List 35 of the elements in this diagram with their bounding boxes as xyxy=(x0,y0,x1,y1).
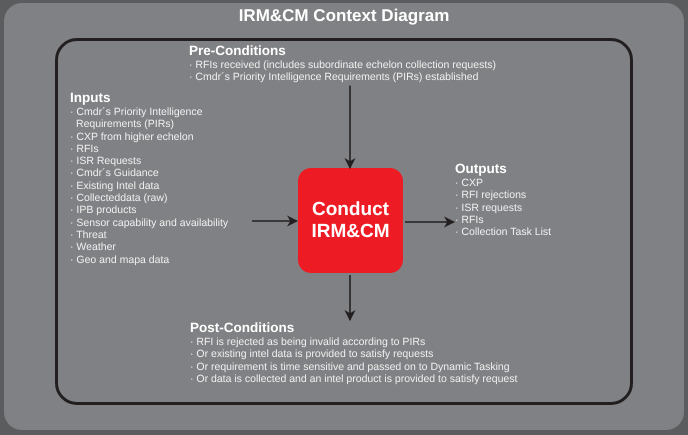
list-item: · Collection Task List xyxy=(455,226,552,238)
list-item: · ISR requests xyxy=(455,202,524,214)
list-item: · IPB products xyxy=(70,204,138,217)
arrow xyxy=(344,275,356,322)
section-heading: Post-Conditions xyxy=(190,320,296,336)
diagram-title: IRM&CM Context Diagram xyxy=(238,6,450,26)
list-item: · CXP from higher echelon xyxy=(70,130,195,143)
list-item: · Cmdr´s Priority Intelligence Requirements (PIRs) established xyxy=(189,71,480,84)
process-box xyxy=(298,168,403,273)
list-item: · Geo and mapa data xyxy=(70,254,170,266)
diagram-frame xyxy=(55,38,633,405)
list-item: · Cmdr´s Priority Intelligence Requirements (PIRs) xyxy=(70,106,204,131)
list-item: · RFIs received (includes subordinate echelon collection requests) xyxy=(189,59,497,72)
arrow xyxy=(405,216,456,228)
list-item: · Or requirement is time sensitive and passed on to Dynamic Tasking xyxy=(190,360,511,373)
list-item: · RFI is rejected as being invalid according to PIRs xyxy=(190,336,426,348)
section-heading: Outputs xyxy=(455,161,508,177)
section-heading: Pre-Conditions xyxy=(189,43,287,59)
list-item: · Weather xyxy=(70,241,117,254)
list-item: · Collecteddata (raw) xyxy=(70,192,168,204)
list-item: · Existing Intel data xyxy=(70,180,160,192)
list-item: · Or data is collected and an intel product is provided to satisfy request xyxy=(190,372,518,386)
arrow xyxy=(252,215,298,227)
list-item: · Sensor capability and availability xyxy=(70,216,230,229)
list-item: · Threat xyxy=(70,228,108,242)
arrow xyxy=(344,86,356,170)
section-heading: Inputs xyxy=(70,90,112,106)
list-item: · RFIs xyxy=(70,142,100,156)
list-item: · ISR Requests xyxy=(70,155,142,168)
list-item: · RFI rejections xyxy=(455,189,528,202)
list-item: · RFIs xyxy=(455,214,485,226)
list-item: · Cmdr´s Guidance xyxy=(70,167,160,180)
list-item: · CXP xyxy=(455,177,484,190)
process-label: Conduct IRM&CM xyxy=(310,198,391,242)
list-item: · Or existing intel data is provided to satisfy requests xyxy=(190,348,434,361)
